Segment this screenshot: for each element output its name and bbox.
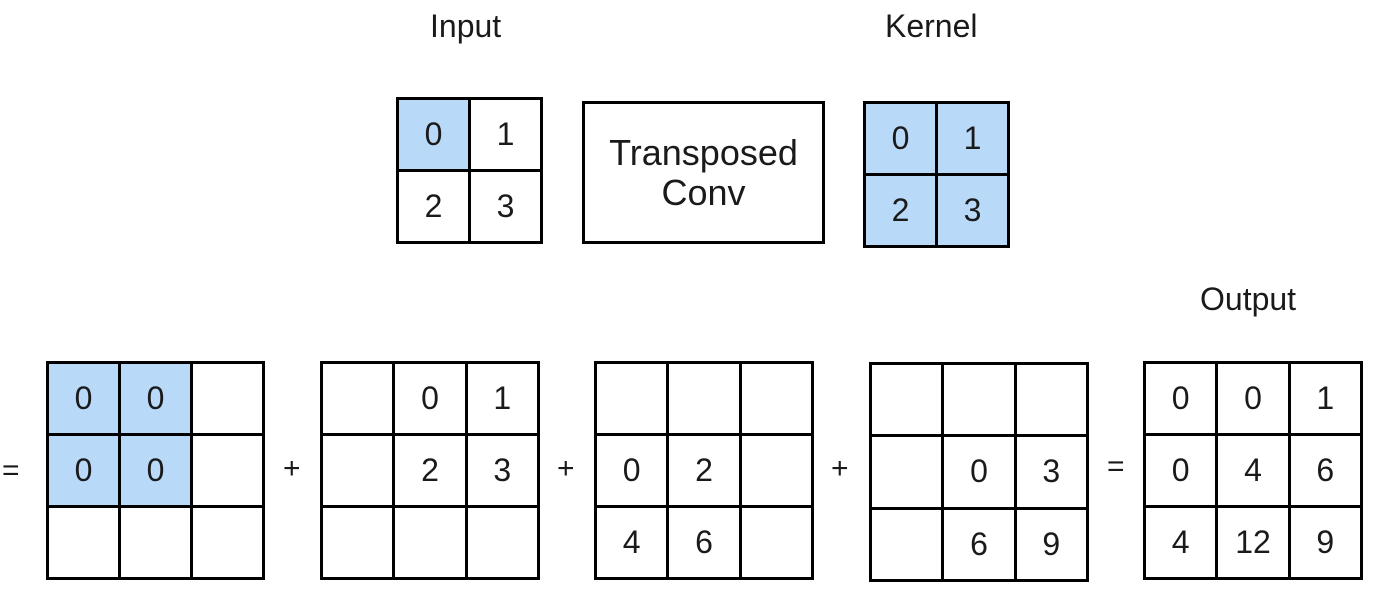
grid-cell: 2 <box>669 436 739 505</box>
grid-cell: 0 <box>49 436 118 505</box>
grid-cell <box>741 508 811 577</box>
transposed-conv-label-line2: Conv <box>661 171 746 213</box>
grid-cell: 0 <box>1146 364 1216 433</box>
plus-sign-2: + <box>557 452 575 485</box>
grid-cell: 12 <box>1218 508 1288 577</box>
grid-cell: 0 <box>1218 364 1288 433</box>
grid-cell: 3 <box>471 172 540 241</box>
grid-cell: 9 <box>1016 509 1086 579</box>
grid-cell: 1 <box>471 100 540 169</box>
grid-cell <box>872 365 942 435</box>
grid-cell <box>121 508 190 577</box>
grid-cell: 1 <box>938 104 1007 173</box>
kernel-label: Kernel <box>885 8 978 44</box>
grid-cell: 4 <box>1146 508 1216 577</box>
grid-cell: 6 <box>669 508 739 577</box>
grid-cell: 0 <box>944 437 1014 507</box>
grid-cell: 4 <box>597 508 667 577</box>
grid-cell: 3 <box>938 176 1007 245</box>
input-label: Input <box>430 8 502 44</box>
transposed-conv-box: Transposed Conv <box>582 101 825 244</box>
grid-cell: 0 <box>866 104 935 173</box>
grid-cell <box>395 508 465 577</box>
grid-cell <box>193 436 262 505</box>
plus-sign-1: + <box>283 452 301 485</box>
grid-cell: 1 <box>467 364 537 433</box>
grid-cell: 0 <box>1146 436 1216 505</box>
grid-cell: 0 <box>395 364 465 433</box>
equals-sign-right: = <box>1107 450 1125 483</box>
grid-cell: 0 <box>49 364 118 433</box>
grid-cell: 4 <box>1218 436 1288 505</box>
grid-cell: 6 <box>1290 436 1360 505</box>
grid-cell <box>323 364 393 433</box>
grid-cell: 2 <box>866 176 935 245</box>
output-label: Output <box>1200 281 1297 317</box>
transposed-conv-label-line1: Transposed <box>609 131 798 173</box>
grid-cell: 0 <box>121 364 190 433</box>
equals-sign-left: = <box>2 454 20 487</box>
grid-cell: 6 <box>944 509 1014 579</box>
grid-cell <box>669 364 739 433</box>
grid-cell: 0 <box>597 436 667 505</box>
grid-cell <box>323 436 393 505</box>
grid-cell: 2 <box>395 436 465 505</box>
grid-cell: 2 <box>399 172 468 241</box>
grid-cell <box>193 364 262 433</box>
grid-cell <box>944 365 1014 435</box>
grid-cell <box>872 509 942 579</box>
grid-cell <box>1016 365 1086 435</box>
grid-cell: 0 <box>399 100 468 169</box>
grid-cell <box>872 437 942 507</box>
grid-cell: 0 <box>121 436 190 505</box>
grid-cell: 3 <box>1016 437 1086 507</box>
grid-cell <box>741 364 811 433</box>
grid-cell: 1 <box>1290 364 1360 433</box>
plus-sign-3: + <box>831 452 849 485</box>
grid-cell <box>741 436 811 505</box>
grid-cell <box>193 508 262 577</box>
grid-cell <box>49 508 118 577</box>
grid-cell <box>597 364 667 433</box>
grid-cell <box>323 508 393 577</box>
grid-cell: 9 <box>1290 508 1360 577</box>
grid-cell <box>467 508 537 577</box>
grid-cell: 3 <box>467 436 537 505</box>
